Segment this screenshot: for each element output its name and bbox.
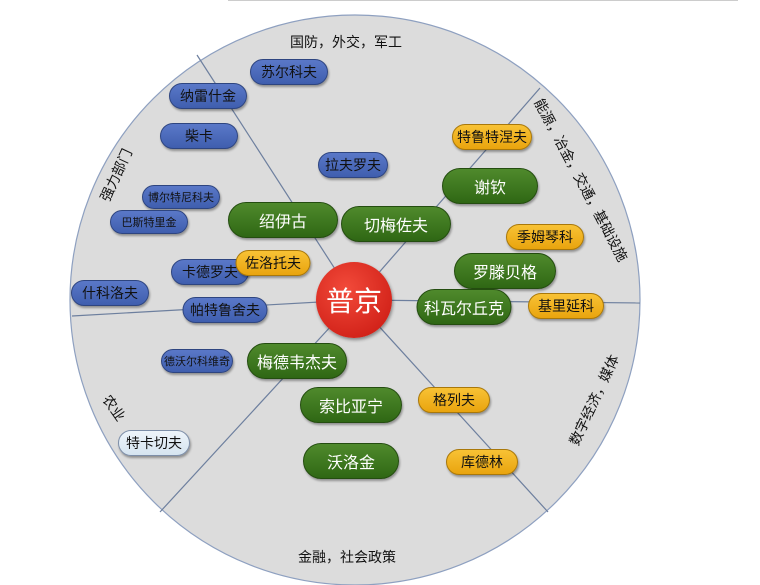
person-node[interactable]: 绍伊古 bbox=[228, 202, 338, 238]
person-node[interactable]: 纳雷什金 bbox=[169, 83, 247, 109]
person-node[interactable]: 特卡切夫 bbox=[118, 430, 190, 456]
person-node[interactable]: 罗滕贝格 bbox=[454, 253, 556, 289]
person-node[interactable]: 谢钦 bbox=[442, 168, 538, 204]
person-node[interactable]: 切梅佐夫 bbox=[341, 206, 451, 242]
person-node[interactable]: 德沃尔科维奇 bbox=[161, 349, 233, 373]
person-node[interactable]: 帕特鲁舍夫 bbox=[182, 297, 268, 323]
person-node[interactable]: 什科洛夫 bbox=[71, 280, 149, 306]
person-node[interactable]: 索比亚宁 bbox=[300, 387, 402, 423]
person-node[interactable]: 季姆琴科 bbox=[506, 224, 584, 250]
person-node[interactable]: 梅德韦杰夫 bbox=[247, 343, 347, 379]
center-node-putin[interactable]: 普京 bbox=[316, 262, 392, 338]
person-node[interactable]: 库德林 bbox=[446, 449, 518, 475]
person-node[interactable]: 博尔特尼科夫 bbox=[142, 185, 220, 209]
sector-defense-label: 国防，外交，军工 bbox=[290, 35, 402, 51]
sector-finance-label: 金融，社会政策 bbox=[298, 550, 396, 566]
person-node[interactable]: 科瓦尔丘克 bbox=[416, 289, 512, 325]
person-node[interactable]: 格列夫 bbox=[418, 387, 490, 413]
person-node[interactable]: 拉夫罗夫 bbox=[318, 152, 388, 178]
person-node[interactable]: 苏尔科夫 bbox=[250, 59, 328, 85]
person-node[interactable]: 沃洛金 bbox=[303, 443, 399, 479]
person-node[interactable]: 基里延科 bbox=[528, 293, 604, 319]
person-node[interactable]: 佐洛托夫 bbox=[235, 250, 311, 276]
person-node[interactable]: 特鲁特涅夫 bbox=[452, 124, 532, 150]
person-node[interactable]: 柴卡 bbox=[160, 123, 238, 149]
divider-line bbox=[159, 299, 356, 513]
person-node[interactable]: 巴斯特里金 bbox=[110, 210, 188, 234]
